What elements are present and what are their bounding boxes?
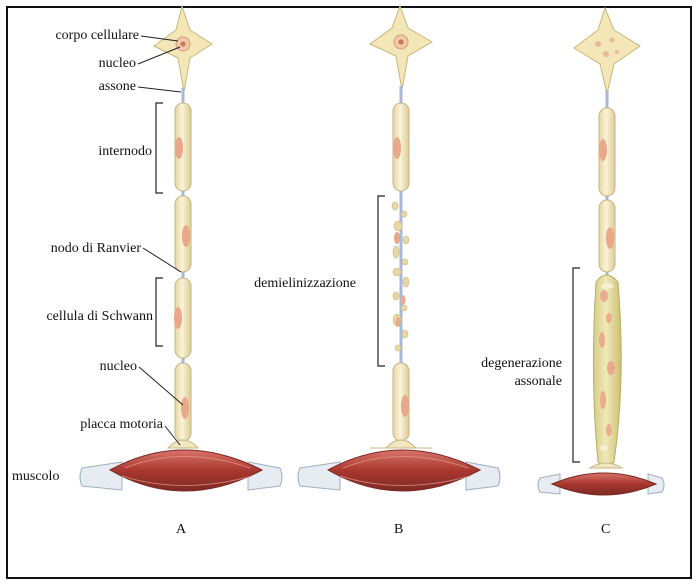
degenerazione-bracket [572,267,580,463]
panel-a [79,4,283,492]
schwann-nucleus-a-4 [181,397,189,419]
panel-letter-c: C [601,522,611,537]
label-nodo-di-ranvier: nodo di Ranvier [50,241,141,256]
label-demielinizzazione: demielinizzazione [254,276,356,291]
label-degenerazione: degenerazione [481,356,562,371]
schwann-bracket [155,277,163,347]
internodo-bracket [155,102,163,194]
label-assonale: assonale [514,374,562,389]
tendon-a [79,461,123,491]
panel-letter-b: B [394,522,404,537]
label-corpo-cellulare: corpo cellulare [55,28,139,43]
label-cellula-di-schwann: cellula di Schwann [46,309,153,324]
label-muscolo: muscolo [12,469,60,484]
schwann-nucleus-a-1 [175,137,183,159]
label-nucleo-bottom: nucleo [99,359,137,374]
muscle-c [550,472,658,496]
schwann-nucleus-a-3 [174,307,182,329]
panel-b [297,4,501,492]
motor-plate-a [166,439,200,449]
schwann-nucleus-a-2 [182,225,190,247]
demyelination-debris [391,201,410,352]
demielinizzazione-bracket [377,195,385,367]
myelin-a-1 [174,102,192,192]
label-placca-motoria: placca motoria [80,417,163,432]
panel-c [537,6,665,496]
label-assone: assone [98,79,136,94]
myelin-b-1 [392,102,410,192]
panel-letter-a: A [176,522,187,537]
cell-body-c [573,6,641,95]
label-internodo: internodo [98,144,152,159]
myelin-c-1 [598,107,616,197]
label-nucleo-top: nucleo [98,56,136,71]
